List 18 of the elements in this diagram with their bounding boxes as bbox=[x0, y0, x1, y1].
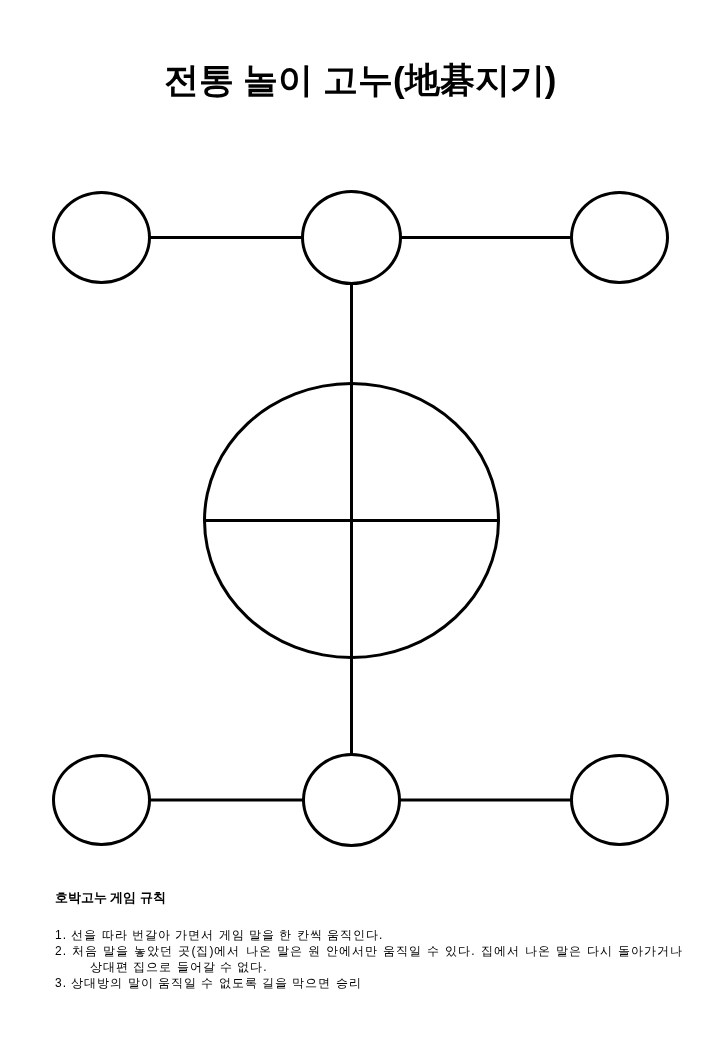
board-line bbox=[399, 798, 572, 802]
rules-heading: 호박고누 게임 규칙 bbox=[55, 890, 166, 907]
board-point-circle bbox=[302, 753, 401, 847]
board-point-circle bbox=[52, 191, 151, 284]
board-point-circle bbox=[52, 754, 151, 846]
board-point-circle bbox=[301, 190, 402, 285]
board-line bbox=[350, 657, 353, 755]
rule-text: 1. 선을 따라 번갈아 가면서 게임 말을 한 칸씩 움직인다. bbox=[55, 927, 385, 943]
board-line bbox=[350, 283, 353, 384]
board-circle bbox=[203, 382, 500, 659]
rule-text: 2. 처음 말을 놓았던 곳(집)에서 나온 말은 원 안에서만 움직일 수 있다. 집에서 나온 말은 다시 돌아가거나 상대편 집으로 들어갈 수 없다. bbox=[55, 943, 683, 975]
board-line bbox=[149, 798, 304, 802]
board-point-circle bbox=[570, 754, 669, 846]
board-line bbox=[149, 236, 303, 239]
title: 전통 놀이 고누(地碁지기) bbox=[162, 59, 558, 101]
rule-text: 3. 상대방의 말이 움직일 수 없도록 길을 막으면 승리 bbox=[55, 975, 363, 991]
board-line bbox=[400, 236, 572, 239]
board-point-circle bbox=[570, 191, 669, 284]
